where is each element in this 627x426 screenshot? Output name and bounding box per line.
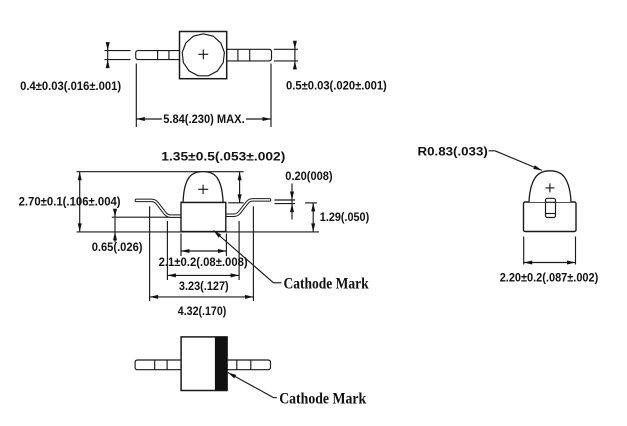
svg-text:2.20±0.2(.087±.002): 2.20±0.2(.087±.002) bbox=[500, 271, 599, 285]
svg-text:4.32(.170): 4.32(.170) bbox=[178, 304, 227, 318]
svg-text:0.5±0.03(.020±.001): 0.5±0.03(.020±.001) bbox=[286, 78, 387, 92]
svg-text:2.70±0.1(.106±.004): 2.70±0.1(.106±.004) bbox=[19, 195, 121, 209]
svg-text:0.65(.026): 0.65(.026) bbox=[92, 240, 143, 254]
svg-text:Cathode Mark: Cathode Mark bbox=[279, 390, 366, 407]
svg-text:0.20(008): 0.20(008) bbox=[285, 169, 332, 183]
svg-text:1.29(.050): 1.29(.050) bbox=[320, 210, 369, 224]
svg-text:Cathode Mark: Cathode Mark bbox=[284, 276, 370, 293]
svg-text:R0.83(.033): R0.83(.033) bbox=[418, 145, 488, 159]
svg-text:2.1±0.2(.08±.008): 2.1±0.2(.08±.008) bbox=[159, 255, 248, 269]
svg-text:0.4±0.03(.016±.001): 0.4±0.03(.016±.001) bbox=[20, 79, 121, 93]
svg-text:3.23(.127): 3.23(.127) bbox=[179, 279, 229, 293]
svg-text:1.35±0.5(.053±.002): 1.35±0.5(.053±.002) bbox=[161, 150, 285, 164]
svg-text:5.84(.230) MAX.: 5.84(.230) MAX. bbox=[163, 112, 245, 126]
